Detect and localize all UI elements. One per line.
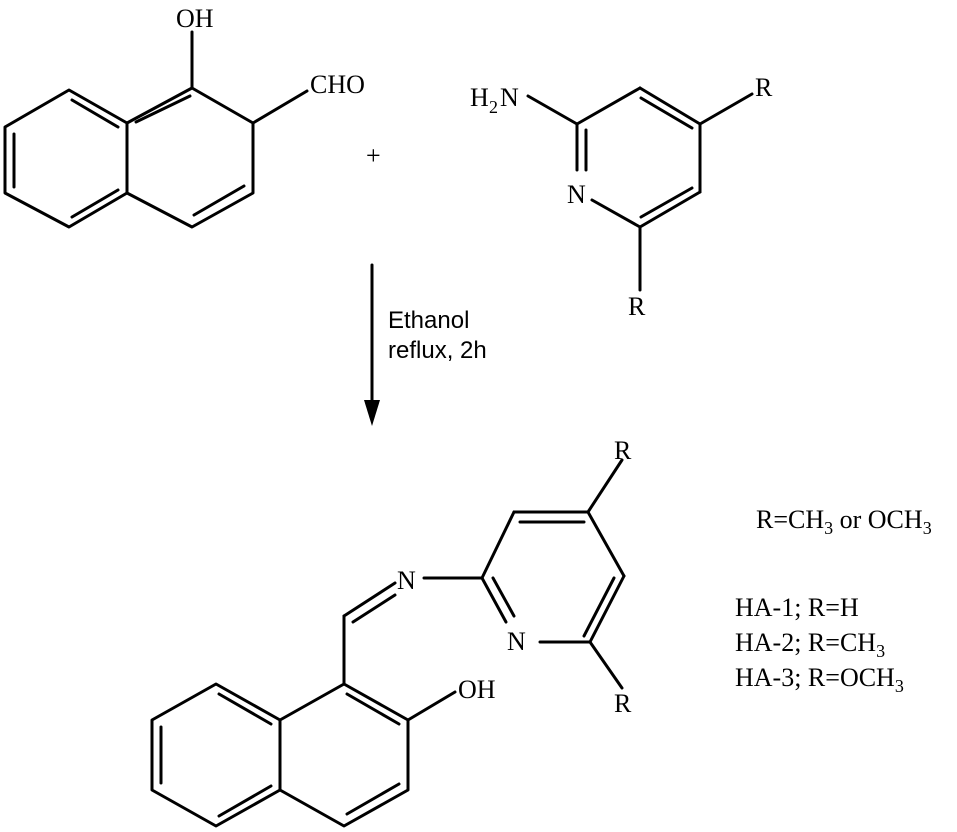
double-bond [192,184,246,217]
condition-reflux: reflux, 2h [388,337,487,364]
naphthalene-right-ring [125,86,255,229]
imine-n-label: N [397,566,416,595]
double-bond [491,576,516,618]
ring-bond [575,86,642,126]
naphthalene-right-ring [278,682,410,828]
cho-label: CHO [310,70,365,99]
h-label: H [470,83,489,112]
arrow-head [364,400,380,426]
oh-label: OH [458,675,496,704]
ring-bond [638,86,702,126]
double-bond [582,576,616,638]
r-top-bond [586,458,624,514]
r-top-label: R [755,73,773,102]
naphthalene-left-ring [3,88,129,229]
compound-ha3: HA-3; R=OCH3 [735,663,904,696]
double-bond [70,188,120,219]
ring-bond [590,198,642,229]
r-bottom-label: R [614,689,632,718]
plus-sign: + [366,141,381,170]
ring-bond [638,190,702,229]
imine-double-bond [351,593,397,624]
ring-bond [588,574,626,644]
ring-bond [480,576,508,624]
double-bond [639,96,694,130]
substituent-definition: R=CH3 or OCH3 [756,505,932,538]
double-bond [217,784,273,818]
cho-bond [251,89,309,125]
ring-n-label: N [507,627,526,656]
naphthalene-left-ring [150,682,282,828]
oh-bond [406,690,457,722]
amine-n-label: N [500,83,519,112]
double-bond [134,94,192,124]
double-bond [70,98,120,129]
double-bond [345,692,401,726]
condition-solvent: Ethanol [388,307,469,334]
amine-bond [526,94,579,126]
r-bottom-bond [588,640,624,690]
oh-label: OH [176,4,214,33]
double-bond [345,782,401,816]
reactant-naphthaldehyde: OH CHO [3,4,365,229]
h-subscript: 2 [489,97,498,117]
reactant-aminopyridine: H 2 N N R R [470,73,773,321]
double-bond [639,186,694,219]
double-bond [217,692,273,726]
reaction-arrow [364,263,380,426]
product-schiff-base: OH N N R R [150,436,632,828]
r-top-label: R [614,436,632,465]
compound-ha2: HA-2; R=CH3 [735,628,885,661]
ring-bond [480,510,516,580]
r-bottom-label: R [628,292,646,321]
imine-bond [342,581,397,618]
compound-ha1: HA-1; R=H [735,593,859,622]
ring-n-label: N [567,180,586,209]
r-top-bond [698,92,754,126]
ring-bond [586,510,626,578]
